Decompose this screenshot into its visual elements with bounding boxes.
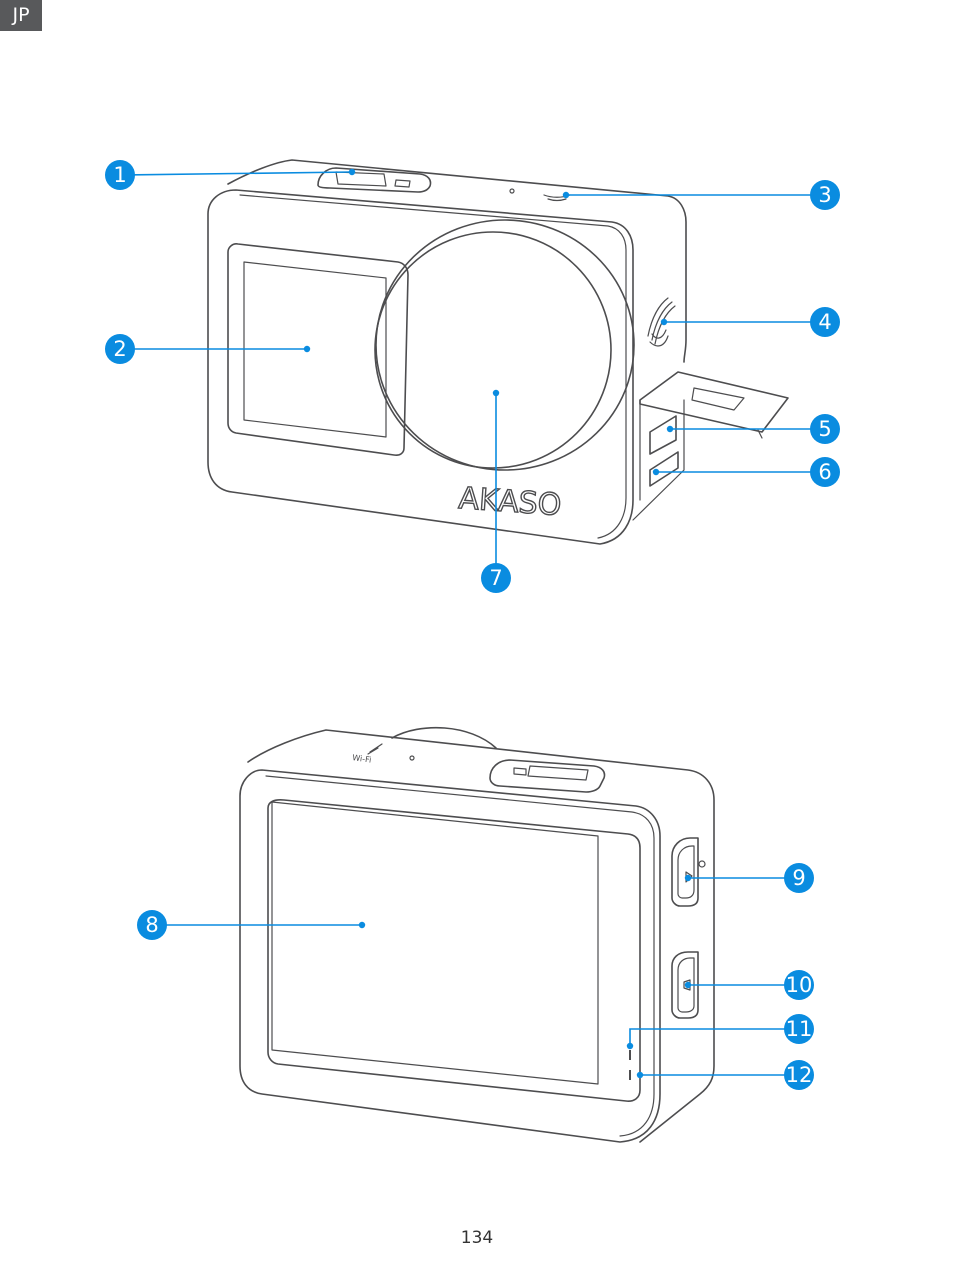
svg-text:3: 3 [818, 183, 831, 207]
callout-3: 3 [563, 180, 840, 210]
svg-text:9: 9 [792, 866, 805, 890]
callout-10: 10 [685, 970, 814, 1000]
brand-logo: AKASO [457, 481, 562, 523]
svg-text:7: 7 [489, 566, 502, 590]
svg-text:5: 5 [818, 417, 831, 441]
callout-8: 8 [137, 910, 365, 940]
svg-text:6: 6 [818, 460, 831, 484]
page-number: 134 [0, 1228, 954, 1248]
callout-11: 11 [627, 1014, 814, 1049]
svg-text:2: 2 [113, 337, 126, 361]
callout-6: 6 [653, 457, 840, 487]
callout-4: 4 [661, 307, 840, 337]
svg-text:4: 4 [818, 310, 831, 334]
back-camera-illustration: Wi-Fi [240, 728, 714, 1142]
callout-12: 12 [637, 1060, 814, 1090]
svg-text:8: 8 [145, 913, 158, 937]
front-camera-illustration: AKASO [208, 160, 788, 544]
svg-text:10: 10 [786, 973, 813, 997]
svg-text:11: 11 [786, 1017, 813, 1041]
wifi-icon [368, 744, 382, 754]
svg-text:12: 12 [786, 1063, 813, 1087]
callout-9: 9 [685, 863, 814, 893]
wifi-label: Wi-Fi [352, 753, 372, 765]
svg-text:1: 1 [113, 163, 126, 187]
callout-5: 5 [667, 414, 840, 444]
